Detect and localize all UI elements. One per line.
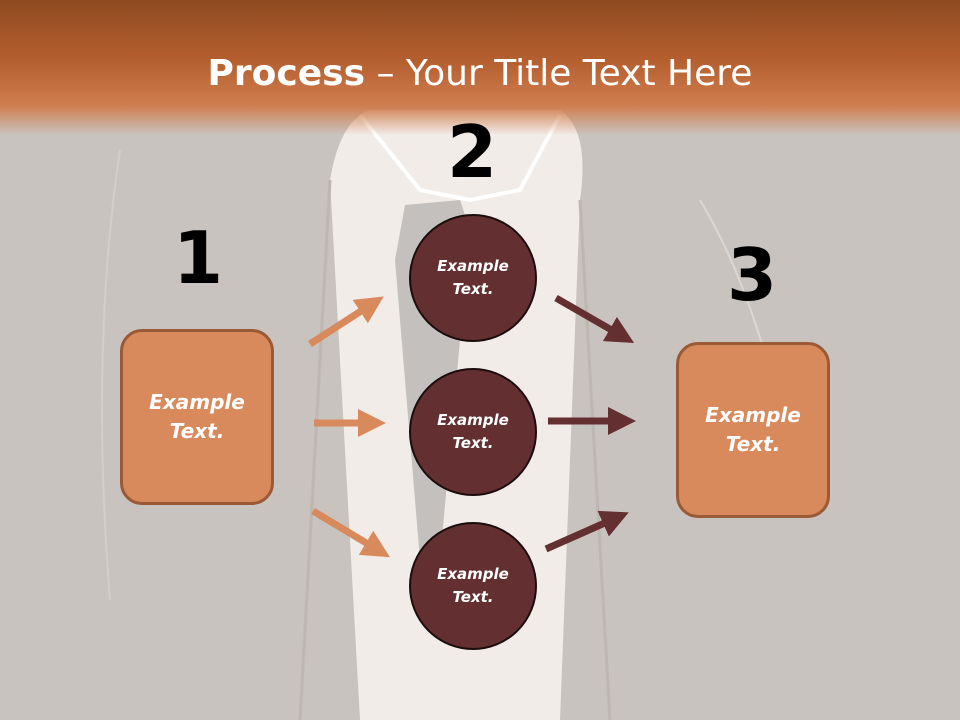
right-box: Example Text. [676, 342, 830, 518]
circle-middle-text: Example Text. [437, 411, 509, 452]
title-bold: Process [207, 53, 366, 94]
arrow-left-to-bottom [311, 507, 391, 558]
step-number-3: 3 [726, 233, 778, 317]
step-number-1: 1 [172, 216, 224, 300]
title-rest: – Your Title Text Here [365, 53, 753, 94]
circle-bottom: Example Text. [409, 522, 537, 650]
left-box-text: Example Text. [149, 390, 245, 443]
step-number-2: 2 [446, 110, 498, 194]
arrow-top-to-right [554, 294, 635, 343]
circle-top: Example Text. [409, 214, 537, 342]
title-bar [0, 0, 960, 135]
arrow-left-to-top [308, 296, 384, 347]
page-title: Process – Your Title Text Here [0, 52, 960, 96]
right-box-text: Example Text. [705, 403, 801, 456]
left-box: Example Text. [120, 329, 274, 505]
arrow-bottom-to-right [544, 510, 629, 553]
circle-middle: Example Text. [409, 368, 537, 496]
circle-bottom-text: Example Text. [437, 565, 509, 606]
circle-top-text: Example Text. [437, 257, 509, 298]
